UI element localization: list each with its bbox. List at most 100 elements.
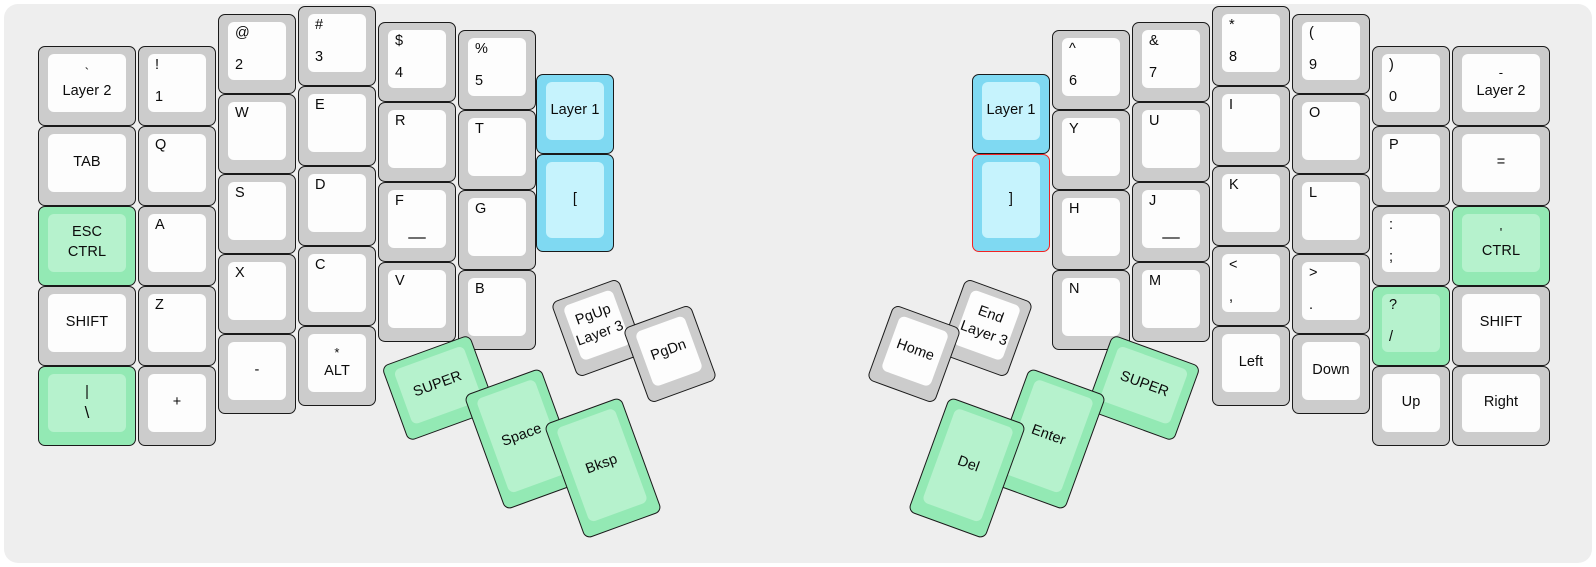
key-r-c6-r1[interactable]: )0 (1372, 46, 1450, 126)
keycap-main-legend: PgDn (648, 336, 689, 365)
key-r-c3-r4[interactable]: M (1132, 262, 1210, 342)
key-l-c3-r4[interactable]: X (218, 254, 296, 334)
key-r-c7-r2[interactable]: = (1452, 126, 1550, 206)
key-l-c7-r1[interactable]: Layer 1 (536, 74, 614, 154)
keycap-r-c2-r3: H (1062, 198, 1120, 256)
key-r-c5-r2[interactable]: O (1292, 94, 1370, 174)
keycap-l-c5-r4: V (388, 270, 446, 328)
key-r-c4-r2[interactable]: I (1212, 86, 1290, 166)
keycap-top-legend: O (1309, 105, 1321, 121)
key-r-c5-r3[interactable]: L (1292, 174, 1370, 254)
key-l-c6-r1[interactable]: %5 (458, 30, 536, 110)
keycap-top-legend: & (1149, 33, 1159, 49)
key-r-t-super[interactable]: SUPER (1085, 334, 1201, 442)
keycap-top-legend: < (1229, 257, 1238, 273)
key-l-c2-r1[interactable]: !1 (138, 46, 216, 126)
keycap-l-c3-r3: S (228, 182, 286, 240)
keycap-l-t-bksp: Bksp (555, 407, 649, 523)
keycap-main-legend: 8 (1229, 48, 1238, 65)
keycap-r-c5-r1: (9 (1302, 22, 1360, 80)
key-r-c5-r4[interactable]: >. (1292, 254, 1370, 334)
keycap-r-c5-r5: Down (1302, 342, 1360, 400)
keycap-main-legend: ; (1389, 248, 1394, 265)
key-l-c1-r1[interactable]: `Layer 2 (38, 46, 136, 126)
key-l-c6-r2[interactable]: T (458, 110, 536, 190)
keycap-r-t-home: Home (880, 315, 950, 388)
key-r-c6-r2[interactable]: P (1372, 126, 1450, 206)
key-r-c6-r5[interactable]: Up (1372, 366, 1450, 446)
key-r-c3-r3[interactable]: J (1132, 182, 1210, 262)
key-r-c7-r5[interactable]: Right (1452, 366, 1550, 446)
key-r-c4-r4[interactable]: <, (1212, 246, 1290, 326)
key-r-c7-r3[interactable]: 'CTRL (1452, 206, 1550, 286)
key-r-c5-r5[interactable]: Down (1292, 334, 1370, 414)
key-r-c4-r1[interactable]: *8 (1212, 6, 1290, 86)
key-r-c6-r3[interactable]: :; (1372, 206, 1450, 286)
keycap-r-c6-r2: P (1382, 134, 1440, 192)
key-r-c1-r1[interactable]: Layer 1 (972, 74, 1050, 154)
key-l-c2-r4[interactable]: Z (138, 286, 216, 366)
key-r-c2-r3[interactable]: H (1052, 190, 1130, 270)
key-l-c1-r4[interactable]: SHIFT (38, 286, 136, 366)
key-l-c3-r5[interactable]: - (218, 334, 296, 414)
key-l-c5-r1[interactable]: $4 (378, 22, 456, 102)
key-l-c4-r1[interactable]: #3 (298, 6, 376, 86)
key-r-c3-r2[interactable]: U (1132, 102, 1210, 182)
key-l-c5-r4[interactable]: V (378, 262, 456, 342)
key-r-c1-r2[interactable]: ] (972, 154, 1050, 252)
key-l-t-pgdn[interactable]: PgDn (622, 304, 718, 404)
key-l-c3-r3[interactable]: S (218, 174, 296, 254)
keycap-main-legend: + (172, 394, 182, 411)
keycap-l-c4-r1: #3 (308, 14, 366, 72)
keycap-top-legend: V (395, 273, 405, 289)
key-r-c2-r1[interactable]: ^6 (1052, 30, 1130, 110)
key-r-c6-r4[interactable]: ?/ (1372, 286, 1450, 366)
key-l-c5-r2[interactable]: R (378, 102, 456, 182)
keycap-l-c7-r2: [ (546, 162, 604, 238)
keycap-r-c6-r1: )0 (1382, 54, 1440, 112)
keycap-l-c5-r1: $4 (388, 30, 446, 88)
key-l-c7-r2[interactable]: [ (536, 154, 614, 252)
keycap-main-legend: Layer 1 (986, 102, 1036, 119)
keycap-l-c4-r4: C (308, 254, 366, 312)
keycap-r-c7-r5: Right (1462, 374, 1540, 432)
keycap-top-legend: K (1229, 177, 1239, 193)
key-l-c1-r2[interactable]: TAB (38, 126, 136, 206)
key-l-c2-r5[interactable]: + (138, 366, 216, 446)
keycap-r-c7-r3: 'CTRL (1462, 214, 1540, 272)
key-l-c6-r4[interactable]: B (458, 270, 536, 350)
keycap-l-c2-r3: A (148, 214, 206, 272)
key-l-c1-r5[interactable]: |\ (38, 366, 136, 446)
key-l-c2-r2[interactable]: Q (138, 126, 216, 206)
key-l-c4-r5[interactable]: *ALT (298, 326, 376, 406)
key-r-c4-r3[interactable]: K (1212, 166, 1290, 246)
key-r-c5-r1[interactable]: (9 (1292, 14, 1370, 94)
key-l-c6-r3[interactable]: G (458, 190, 536, 270)
key-r-c7-r4[interactable]: SHIFT (1452, 286, 1550, 366)
key-l-c2-r3[interactable]: A (138, 206, 216, 286)
keycap-top-legend: M (1149, 273, 1162, 289)
key-r-c3-r1[interactable]: &7 (1132, 22, 1210, 102)
key-l-c4-r3[interactable]: D (298, 166, 376, 246)
key-l-c3-r1[interactable]: @2 (218, 14, 296, 94)
keycap-r-c2-r1: ^6 (1062, 38, 1120, 96)
key-l-c4-r4[interactable]: C (298, 246, 376, 326)
key-l-c5-r3[interactable]: F (378, 182, 456, 262)
keycap-top-legend: > (1309, 265, 1318, 281)
keycap-r-c4-r4: <, (1222, 254, 1280, 312)
keycap-main-legend: SHIFT (65, 314, 109, 331)
key-r-t-home[interactable]: Home (866, 304, 962, 404)
key-l-c3-r2[interactable]: W (218, 94, 296, 174)
keycap-second-legend: \ (84, 403, 90, 423)
keycap-r-c1-r2: ] (982, 162, 1040, 238)
key-r-t-del[interactable]: Del (907, 396, 1027, 540)
key-r-c2-r2[interactable]: Y (1052, 110, 1130, 190)
key-l-t-bksp[interactable]: Bksp (543, 396, 663, 540)
keycap-r-c2-r4: N (1062, 278, 1120, 336)
key-r-c7-r1[interactable]: -Layer 2 (1452, 46, 1550, 126)
key-l-c4-r2[interactable]: E (298, 86, 376, 166)
key-r-c4-r5[interactable]: Left (1212, 326, 1290, 406)
